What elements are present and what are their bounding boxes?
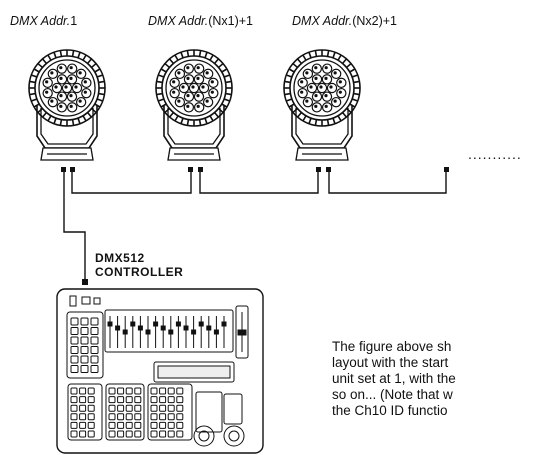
description-note: The figure above sh layout with the star… xyxy=(332,339,456,418)
fixture-2-address-label: DMX Addr.(Nx1)+1 xyxy=(148,14,254,28)
dmx-cable-network xyxy=(63,170,447,282)
fixture-1-address-label: DMX Addr.1 xyxy=(10,14,78,28)
button-banks xyxy=(70,387,184,438)
fixture-3-address-label: DMX Addr.(Nx2)+1 xyxy=(292,14,398,28)
par-fixture-3 xyxy=(283,49,361,161)
fader-strip-main xyxy=(107,316,227,348)
par-fixture-1 xyxy=(28,49,106,161)
cable-fixture-2-to-fixture-3 xyxy=(199,170,319,194)
fader-bank-left xyxy=(70,317,99,373)
controller-label: DMX512 CONTROLLER xyxy=(95,251,184,279)
dmx-controller-console xyxy=(56,288,264,454)
continuation-dots: ........... xyxy=(468,146,522,162)
cable-fixture-1-to-fixture-2 xyxy=(71,170,192,194)
fixtures-layer xyxy=(28,49,361,161)
cable-controller-to-fixture-1 xyxy=(63,170,86,282)
par-fixture-2 xyxy=(155,49,233,161)
dmx-connectors xyxy=(61,167,449,285)
cable-fixture-3-out xyxy=(328,170,447,194)
